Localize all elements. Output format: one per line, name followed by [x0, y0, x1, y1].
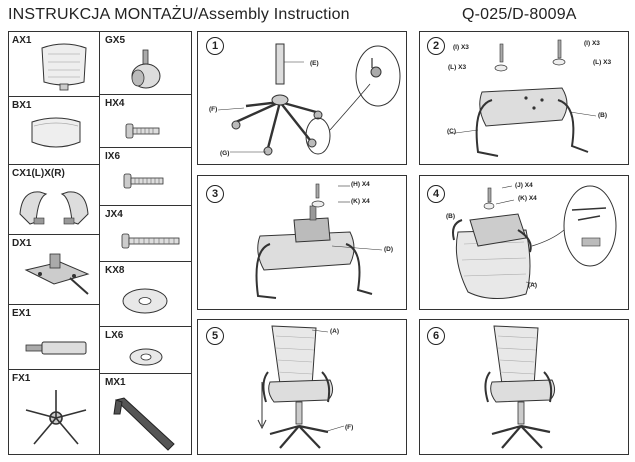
step-3-panel: [197, 175, 407, 310]
step-4-callout-a: (A): [528, 282, 538, 289]
step-4-backrest-illustration: [452, 185, 617, 299]
part-label-ax1: AX1: [12, 35, 32, 46]
step-2-callout-b: (B): [598, 112, 608, 119]
part-label-ex1: EX1: [12, 308, 31, 319]
step-2-seat-armrest-illustration: [447, 39, 597, 157]
gas-lift-icon: [25, 341, 87, 355]
step-5-number: 5: [206, 327, 224, 345]
part-label-gx5: GX5: [105, 35, 126, 46]
step-5-panel: [197, 319, 407, 455]
step-2-callout-i-right: (I) X3: [584, 40, 600, 47]
part-label-hx4: HX4: [105, 98, 125, 109]
step-2-callout-l-right: (L) X3: [593, 59, 612, 66]
small-washer-icon: [129, 348, 163, 366]
step-3-number: 3: [206, 185, 224, 203]
long-bolt-icon: [121, 233, 180, 249]
step-2-panel: [419, 31, 629, 165]
step-4-panel: [419, 175, 629, 310]
step-3-callout-d: (D): [384, 246, 394, 253]
step-2-callout-i-left: (I) X3: [453, 44, 469, 51]
step-5-chair-illustration: [257, 325, 345, 449]
seat-back-icon: [41, 43, 87, 91]
part-label-fx1: FX1: [12, 373, 31, 384]
step-1-callout-e: (E): [310, 60, 319, 67]
caster-wheel-icon: [131, 49, 161, 89]
step-5-callout-f: (F): [345, 424, 354, 431]
step-2-callout-l-left: (L) X3: [448, 64, 467, 71]
step-3-mechanism-illustration: [255, 183, 383, 299]
five-star-base-icon: [25, 390, 87, 445]
part-label-bx1: BX1: [12, 100, 32, 111]
part-label-lx6: LX6: [105, 330, 124, 341]
step-2-number: 2: [427, 37, 445, 55]
seat-cushion-icon: [31, 117, 81, 148]
step-4-callout-j: (J) X4: [515, 182, 533, 189]
step-6-assembled-chair-illustration: [484, 325, 556, 449]
part-label-mx1: MX1: [105, 377, 126, 388]
part-label-cx1: CX1(L)X(R): [12, 168, 65, 179]
large-washer-icon: [122, 288, 168, 314]
part-label-ix6: IX6: [105, 151, 121, 162]
model-number: Q-025/D-8009A: [462, 6, 577, 23]
part-label-dx1: DX1: [12, 238, 32, 249]
allen-key-icon: [113, 397, 175, 451]
step-5-callout-a: (A): [330, 328, 340, 335]
part-label-jx4: JX4: [105, 209, 123, 220]
short-bolt-icon: [125, 123, 160, 139]
step-3-callout-h: (H) X4: [351, 181, 370, 188]
step-3-callout-k: (K) X4: [351, 198, 370, 205]
part-label-kx8: KX8: [105, 265, 125, 276]
step-1-callout-f: (F): [209, 106, 218, 113]
step-6-panel: [419, 319, 629, 455]
step-4-callout-b: (B): [446, 213, 456, 220]
step-1-base-gaslift-illustration: [217, 43, 401, 156]
medium-bolt-icon: [123, 173, 164, 189]
step-1-callout-g: (G): [220, 150, 230, 157]
document-title: INSTRUKCJA MONTAŻU/Assembly Instruction: [8, 6, 350, 23]
step-6-number: 6: [427, 327, 445, 345]
step-1-number: 1: [206, 37, 224, 55]
step-4-callout-k: (K) X4: [518, 195, 537, 202]
armrests-icon: [19, 191, 89, 225]
mechanism-plate-icon: [24, 253, 90, 295]
step-4-number: 4: [427, 185, 445, 203]
step-2-callout-c: (C): [447, 128, 457, 135]
step-1-panel: [197, 31, 407, 165]
